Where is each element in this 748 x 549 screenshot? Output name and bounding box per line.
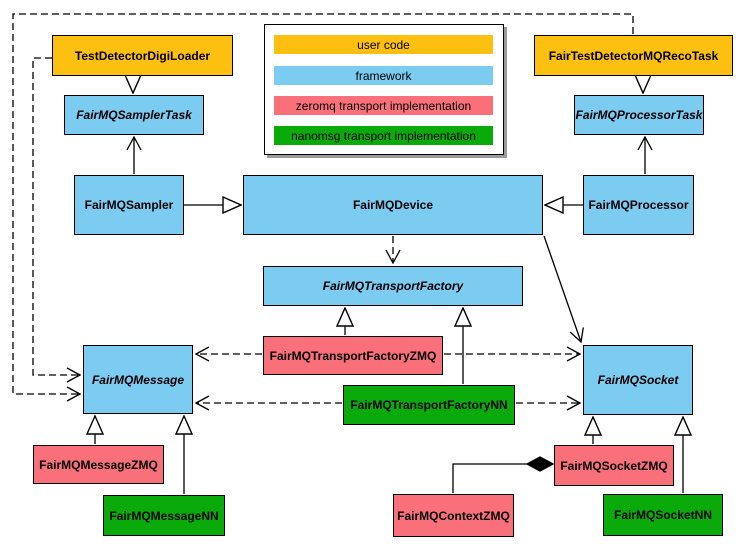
node-fairmqmessage: FairMQMessage [83,345,193,414]
legend-item-user-code: user code [274,35,493,54]
legend-item-nanomsg: nanomsg transport implementation [274,126,493,145]
node-fairmqprocessortask: FairMQProcessorTask [574,95,704,135]
node-fairmqtransportfactorynn: FairMQTransportFactoryNN [343,385,515,425]
node-fairmqsampler: FairMQSampler [74,175,184,235]
node-fairmqcontextzmq: FairMQContextZMQ [393,494,514,537]
node-fairmqdevice: FairMQDevice [243,175,543,235]
edge-recotask-to-message [12,13,634,394]
legend-item-zeromq: zeromq transport implementation [274,96,493,115]
node-fairmqmessagezmq: FairMQMessageZMQ [33,445,164,484]
node-fairmqtransportfactory: FairMQTransportFactory [263,266,523,306]
edge-contextzmq-to-socketzmq [452,463,528,493]
node-fairtestdetectormqrecotask: FairTestDetectorMQRecoTask [534,35,733,76]
edge-device-to-socket [543,235,581,342]
node-fairmqsocket: FairMQSocket [583,345,693,415]
node-fairmqsocketnn: FairMQSocketNN [603,494,723,536]
node-fairmqsocketzmq: FairMQSocketZMQ [554,445,674,486]
legend-item-framework: framework [274,66,493,85]
legend: user code framework zeromq transport imp… [264,24,504,155]
edge-digiloader-to-message [32,57,80,375]
node-testdetectordigiloader: TestDetectorDigiLoader [52,35,233,76]
node-fairmqprocessor: FairMQProcessor [583,175,694,235]
composition-diamond-icon [525,456,555,472]
node-fairmqsamplertask: FairMQSamplerTask [64,95,204,135]
node-fairmqmessagenn: FairMQMessageNN [103,495,225,536]
node-fairmqtransportfactoryzmq: FairMQTransportFactoryZMQ [263,336,443,375]
